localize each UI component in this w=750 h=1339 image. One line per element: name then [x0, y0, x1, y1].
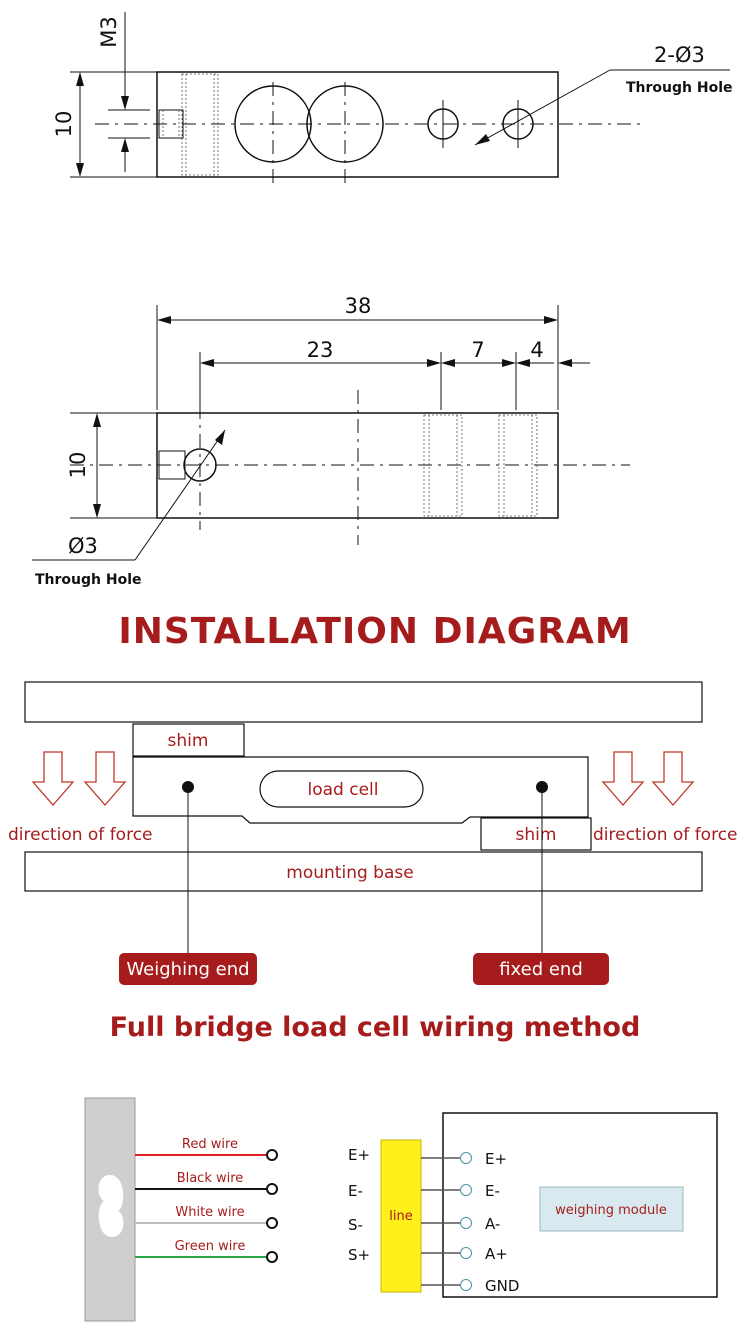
- force-arrow-icon: [31, 751, 75, 806]
- module-terminal-label: A+: [485, 1245, 508, 1263]
- left-terminal-label: S-: [348, 1216, 363, 1234]
- wire-terminal: [266, 1251, 278, 1263]
- wire-label: Red wire: [182, 1137, 238, 1152]
- wire-label: Green wire: [175, 1239, 246, 1254]
- shim-bottom: [480, 817, 592, 851]
- force-arrows-left: [31, 751, 127, 806]
- left-terminal-label: E-: [348, 1182, 363, 1200]
- top-thread-hole: [158, 109, 184, 139]
- force-arrow-icon: [83, 751, 127, 806]
- shim-top-label: shim: [168, 731, 209, 751]
- right-terminals: E+ E- A- A+ GND: [421, 1150, 519, 1295]
- module-terminal-label: E+: [485, 1150, 507, 1168]
- top-hole-note: Through Hole: [626, 80, 733, 96]
- wire-terminal: [266, 1149, 278, 1161]
- thread-label: M3: [97, 16, 121, 47]
- module-terminal: [460, 1247, 472, 1259]
- wiring-title: Full bridge load cell wiring method: [110, 1012, 641, 1043]
- side-height-label: 10: [66, 452, 90, 479]
- dim-total: 38: [345, 294, 372, 318]
- left-terminal-labels: E+ E- S- S+: [348, 1146, 370, 1264]
- shim-top: [132, 723, 245, 757]
- shim-bottom-label: shim: [516, 825, 557, 845]
- force-left-label: direction of force: [8, 825, 153, 845]
- wire-terminal: [266, 1217, 278, 1229]
- top-hidden-bore: [181, 73, 219, 176]
- wire-label: White wire: [175, 1205, 244, 1220]
- line-label: line: [389, 1209, 412, 1224]
- wire-label: Black wire: [177, 1171, 244, 1186]
- top-hole-leader: [474, 69, 611, 146]
- module-terminal-label: E-: [485, 1182, 500, 1200]
- module-terminal-label: GND: [485, 1277, 519, 1295]
- line-box: [380, 1139, 422, 1293]
- module-terminal: [460, 1152, 472, 1164]
- side-hole-leader: [134, 429, 226, 561]
- top-plate: [24, 681, 703, 723]
- dim-4: 4: [530, 338, 543, 362]
- weighing-end-pill: [119, 953, 257, 985]
- fixed-end-pill: [473, 953, 609, 985]
- side-hole-note: Through Hole: [35, 572, 142, 588]
- top-view-drawing: 10 M3 2-Ø3 Through Hole: [52, 12, 733, 187]
- force-arrow-icon: [601, 751, 645, 806]
- load-cell-label: load cell: [308, 780, 379, 800]
- weighing-module-label: weighing module: [555, 1203, 667, 1218]
- installation-title: INSTALLATION DIAGRAM: [118, 611, 631, 652]
- force-right-label: direction of force: [593, 825, 738, 845]
- top-height-label: 10: [52, 111, 76, 138]
- wire-terminal: [266, 1183, 278, 1195]
- left-terminal-label: S+: [348, 1246, 370, 1264]
- force-arrows-right: [601, 751, 695, 806]
- load-cell-bar-slot: [98, 1175, 124, 1237]
- module-terminal-label: A-: [485, 1215, 500, 1233]
- dim-7: 7: [471, 338, 484, 362]
- mounting-base: [24, 851, 703, 892]
- module-terminal: [460, 1217, 472, 1229]
- side-hole-label: Ø3: [68, 534, 98, 558]
- module-terminal: [460, 1279, 472, 1291]
- weighing-module-box: [539, 1186, 684, 1232]
- fixed-end-label: fixed end: [499, 959, 583, 980]
- side-hidden-bore-2: [498, 414, 538, 517]
- side-hole: [183, 448, 217, 482]
- side-hidden-bore-1: [423, 414, 463, 517]
- installation-diagram: shim load cell shim mounting base direct…: [8, 681, 738, 985]
- force-arrow-icon: [651, 751, 695, 806]
- weighing-end-label: Weighing end: [126, 959, 249, 980]
- left-terminal-label: E+: [348, 1146, 370, 1164]
- side-view-drawing: 38 23 7 4 10 Ø3 Through Hole: [32, 294, 630, 588]
- mounting-base-label: mounting base: [286, 863, 413, 883]
- load-cell-slot: [259, 770, 424, 808]
- top-hole-label: 2-Ø3: [654, 43, 705, 67]
- module-terminal: [460, 1184, 472, 1196]
- dim-23: 23: [307, 338, 334, 362]
